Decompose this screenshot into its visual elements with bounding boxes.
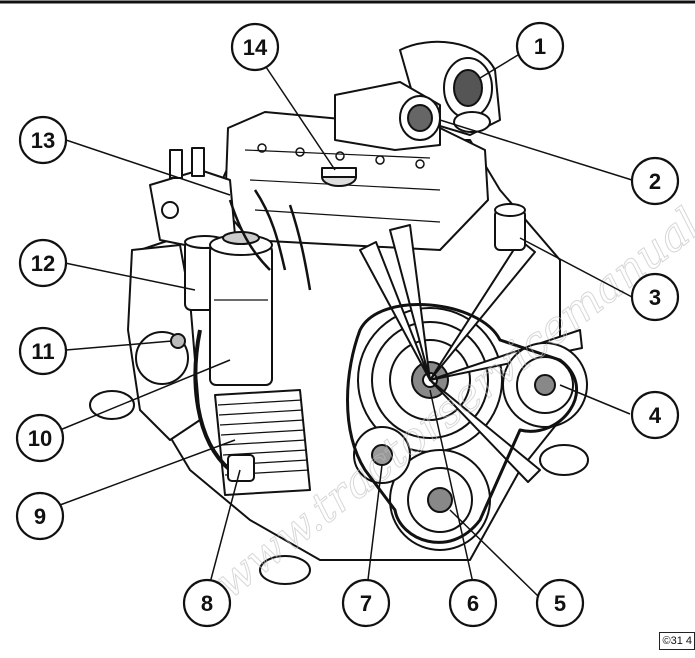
thermostat-housing xyxy=(494,203,526,251)
callout-6: 6 xyxy=(448,578,498,628)
svg-text:14: 14 xyxy=(243,35,268,60)
svg-text:2: 2 xyxy=(649,169,661,194)
v-belt xyxy=(346,303,579,544)
svg-text:12: 12 xyxy=(31,251,55,276)
oil-filter-cartridge xyxy=(209,231,273,386)
callout-13: 13 xyxy=(18,115,68,165)
leader-lines xyxy=(59,54,633,597)
svg-text:8: 8 xyxy=(201,591,213,616)
callout-5: 5 xyxy=(535,578,585,628)
callout-8: 8 xyxy=(182,578,232,628)
fuel-injection-pump xyxy=(149,147,236,249)
callout-3: 3 xyxy=(630,272,680,322)
svg-text:11: 11 xyxy=(31,339,54,364)
callout-10: 10 xyxy=(15,413,65,463)
callout-11: 11 xyxy=(18,326,68,376)
injection-lines xyxy=(228,189,312,291)
svg-text:7: 7 xyxy=(360,591,372,616)
svg-text:5: 5 xyxy=(554,591,566,616)
callout-12: 12 xyxy=(18,238,68,288)
figure-reference-code: ©31 4 xyxy=(659,632,695,650)
svg-text:6: 6 xyxy=(467,591,479,616)
cooling-fan-blades xyxy=(359,224,583,483)
callout-9: 9 xyxy=(15,491,65,541)
svg-text:4: 4 xyxy=(649,403,662,428)
svg-text:10: 10 xyxy=(28,426,52,451)
callout-1: 1 xyxy=(515,21,565,71)
oil-pressure-switch xyxy=(170,333,186,349)
engine-mounts xyxy=(89,390,589,585)
engine-illustration xyxy=(89,40,589,585)
callout-2: 2 xyxy=(630,156,680,206)
callout-4: 4 xyxy=(630,390,680,440)
callout-7: 7 xyxy=(341,578,391,628)
temperature-sensor xyxy=(227,454,255,482)
tensioner-pulley xyxy=(353,426,411,484)
svg-text:3: 3 xyxy=(649,285,661,310)
intake-manifold-pipe xyxy=(334,81,441,151)
dipstick-tube xyxy=(193,329,232,472)
svg-text:13: 13 xyxy=(31,128,55,153)
callout-14: 14 xyxy=(230,22,280,72)
svg-text:9: 9 xyxy=(34,504,46,529)
svg-text:1: 1 xyxy=(534,34,546,59)
